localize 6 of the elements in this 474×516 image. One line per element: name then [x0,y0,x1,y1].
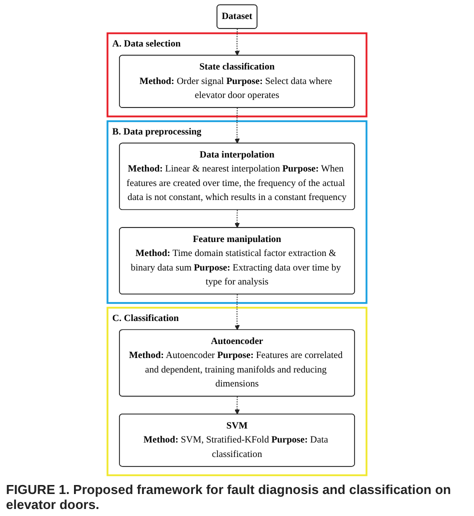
arrow [234,396,240,415]
arrow [234,210,240,228]
arrow [234,28,240,56]
arrow [234,107,240,144]
arrow [234,294,240,330]
figure-caption: FIGURE 1. Proposed framework for fault diagnosis and classification on elevator doors. [5,481,452,514]
